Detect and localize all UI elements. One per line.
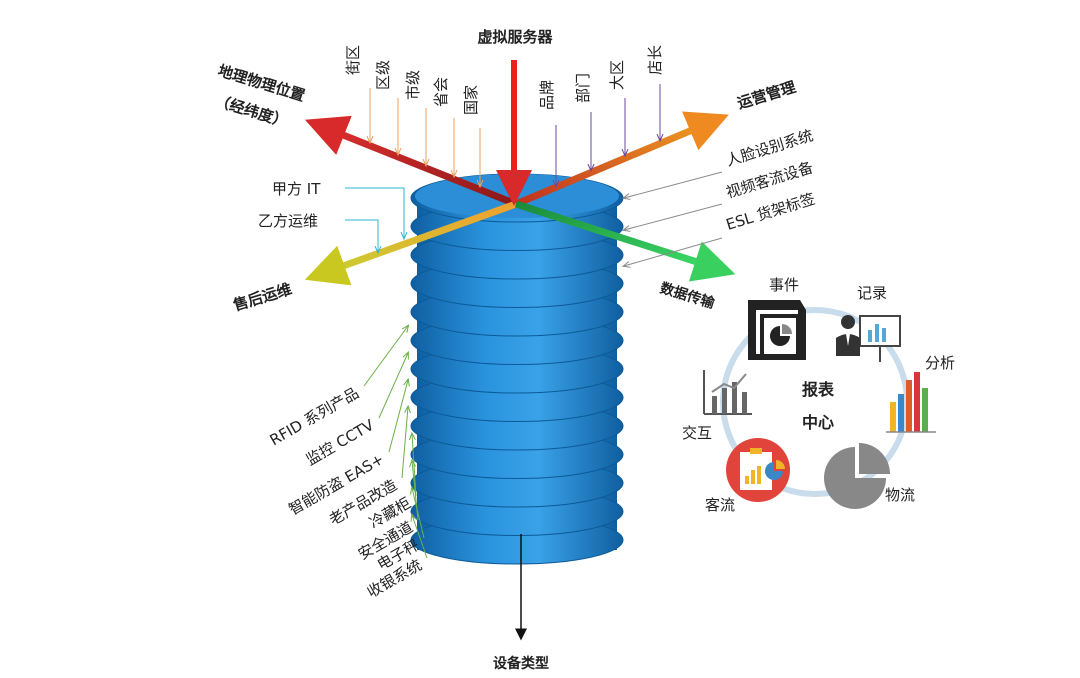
ops-level-1: 品牌: [538, 80, 556, 110]
geo-level-4: 省会: [432, 77, 450, 107]
maintenance-arrow-1: [345, 187, 404, 238]
ops-levels: 品牌 部门 大区 店长: [538, 45, 664, 186]
system-arrow-2: [624, 203, 723, 230]
axis-label-data: 数据传输: [658, 279, 717, 312]
axis-label-maintenance: 售后运维: [231, 280, 294, 315]
report-node-event: 事件: [769, 276, 799, 294]
report-node-logistics: 物流: [885, 486, 915, 504]
clipboard-report-icon: [726, 438, 790, 502]
axis-arrow-ops: [514, 111, 729, 208]
device-stack-cylinder: [410, 173, 624, 565]
geo-level-2: 区级: [374, 60, 392, 90]
line-bar-chart-icon: [703, 370, 752, 415]
axis-arrow-geo: [304, 115, 518, 208]
report-center-line2: 中心: [802, 413, 834, 432]
maintenance-arrow-2: [345, 219, 378, 252]
bar-chart-icon: [886, 372, 936, 433]
axis-arrow-maintenance: [304, 200, 518, 286]
axis-label-ops: 运营管理: [735, 78, 798, 113]
report-node-record: 记录: [857, 284, 887, 302]
device-type-arrow: [401, 407, 408, 479]
axis-label-device: 设备类型: [493, 655, 549, 672]
maintenance-parties: 甲方 IT 乙方运维: [258, 180, 404, 252]
report-center: 报表 中心 事件 记录 分析: [682, 276, 955, 514]
maintenance-party-2: 乙方运维: [258, 212, 318, 230]
geo-level-1: 街区: [344, 45, 362, 75]
presenter-icon: [836, 315, 901, 362]
geo-level-5: 国家: [462, 85, 480, 115]
event-icon: [748, 300, 806, 360]
device-type-arrow: [388, 380, 408, 453]
maintenance-party-1: 甲方 IT: [272, 180, 321, 198]
device-type-arrow: [412, 488, 425, 539]
device-type-arrow: [363, 326, 408, 387]
report-node-traffic: 客流: [705, 496, 735, 514]
axis-label-server: 虚拟服务器: [477, 28, 553, 46]
device-type-arrow: [378, 353, 408, 419]
system-arrow-1: [624, 171, 723, 198]
device-type-arrow: [412, 515, 428, 559]
pie-chart-icon: [824, 443, 890, 509]
ops-level-2: 部门: [574, 73, 592, 103]
report-node-analysis: 分析: [925, 354, 955, 372]
axis-arrow-data: [514, 200, 736, 282]
system-arrow-3: [624, 237, 723, 266]
geo-levels: 街区 区级 市级 省会 国家: [344, 45, 480, 186]
ops-level-4: 店长: [646, 45, 664, 75]
geo-level-3: 市级: [404, 70, 422, 100]
ops-level-3: 大区: [608, 60, 626, 90]
report-center-line1: 报表: [802, 380, 835, 399]
report-node-interaction: 交互: [682, 424, 712, 442]
